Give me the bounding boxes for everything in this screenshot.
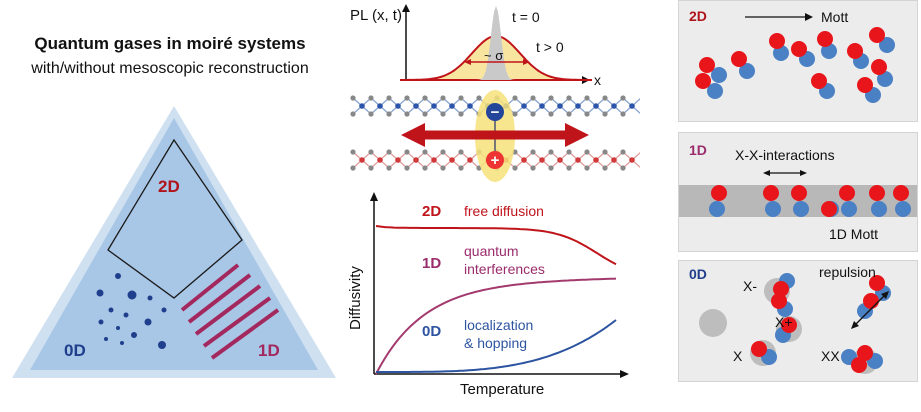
panel-0d-repulsion: repulsion: [819, 264, 876, 280]
title: Quantum gases in moiré systems: [34, 34, 306, 53]
heterobilayer: − +: [350, 90, 640, 182]
series-0d-line: [376, 319, 617, 373]
pl-ylabel: PL (x, t): [350, 7, 402, 24]
panel-0d: 0D repulsion X- X+ X XX: [678, 260, 918, 382]
label-xx: XX: [821, 348, 840, 364]
hole: [486, 151, 504, 169]
arrow-left-head: [401, 123, 425, 147]
pl-y-arrow: [402, 4, 410, 12]
chart-ylabel: Diffusivity: [347, 266, 364, 330]
dimensionality-triangle: 2D 1D 0D: [12, 106, 336, 378]
diffusivity-chart: 2D free diffusion 1D quantum interferenc…: [347, 192, 629, 398]
pl-xlabel: x: [594, 72, 601, 88]
pl-sigma: ~ σ: [484, 48, 503, 63]
exciton-pairs-0d: [751, 273, 891, 373]
label-x-plus: X+: [775, 314, 793, 330]
series-1d-tag: 1D: [422, 255, 441, 272]
series-1d-line: [375, 277, 617, 375]
series-1d-desc-2: interferences: [464, 261, 545, 277]
exciton-pairs-2d: [695, 27, 895, 103]
arrow-right-head: [565, 123, 589, 147]
repulsion-arrow: [854, 294, 886, 326]
label-x-minus: X-: [743, 278, 757, 294]
panel-1d-mott: 1D Mott: [829, 226, 878, 242]
panel-1d-interactions: X-X-interactions: [735, 147, 835, 163]
label-x: X: [733, 348, 743, 364]
dots-0d: [96, 273, 167, 349]
stripes-1d: [180, 263, 280, 360]
panel-2d: 2D Mott: [678, 0, 918, 122]
triangle-label-2d: 2D: [158, 177, 180, 196]
series-2d-desc: free diffusion: [464, 203, 544, 219]
panel-2d-label: Mott: [821, 9, 848, 25]
series-2d-tag: 2D: [422, 203, 441, 220]
electron: [486, 103, 504, 121]
gaussian-t-zero: [476, 6, 516, 80]
series-0d-desc-1: localization: [464, 317, 533, 333]
svg-text:+: +: [491, 152, 500, 169]
subtitle: with/without mesoscopic reconstruction: [31, 60, 309, 77]
region-2d: [107, 138, 243, 299]
exciton-pairs-1d: [709, 185, 911, 217]
triangle-label-1d: 1D: [258, 341, 280, 360]
series-1d-desc-1: quantum: [464, 243, 518, 259]
series-0d-tag: 0D: [422, 323, 441, 340]
panel-0d-tag: 0D: [689, 266, 707, 282]
panel-1d-tag: 1D: [689, 142, 707, 158]
svg-text:−: −: [491, 104, 500, 121]
pl-plot: PL (x, t) x t = 0 t > 0 ~ σ: [350, 4, 601, 88]
series-0d-desc-2: & hopping: [464, 335, 527, 351]
series-2d-line: [375, 225, 617, 266]
triangle-label-0d: 0D: [64, 341, 86, 360]
panel-2d-tag: 2D: [689, 8, 707, 24]
pl-label-tgt0: t > 0: [536, 39, 564, 55]
trap-empty: [699, 309, 727, 337]
pl-label-t0: t = 0: [512, 9, 540, 25]
panel-1d: 1D X-X-interactions 1D Mott: [678, 132, 918, 252]
chart-xlabel: Temperature: [460, 381, 544, 398]
